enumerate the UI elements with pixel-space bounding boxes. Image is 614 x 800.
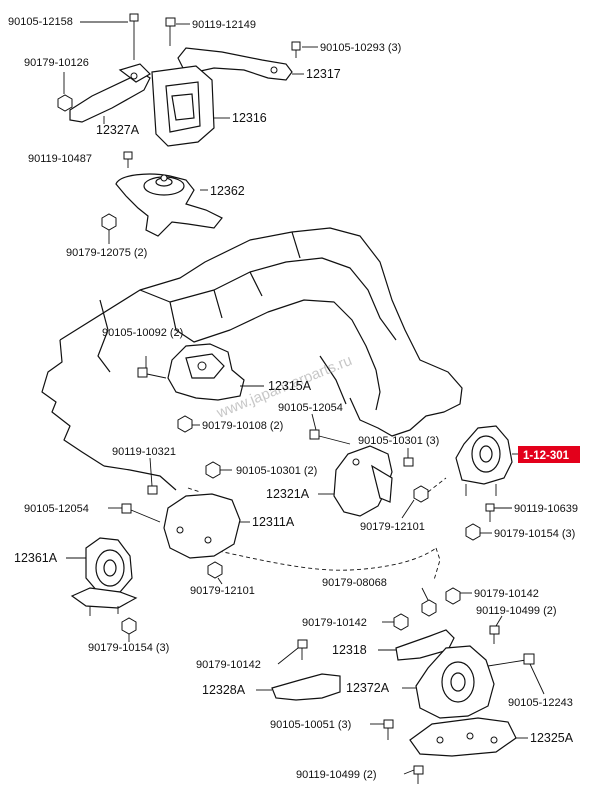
label-90179-10126[interactable]: 90179-10126 — [24, 57, 89, 69]
bolt-90105-12158 — [80, 13, 139, 60]
nut-90179-10154-left — [121, 617, 137, 642]
bolt-90119-10499-b — [403, 765, 424, 784]
nut-90179-10142-b — [382, 613, 409, 631]
bolt-90105-12054-upper — [309, 413, 351, 445]
nut-90179-10142-c — [277, 639, 308, 665]
nut-90179-10126 — [57, 72, 73, 112]
label-90119-10487[interactable]: 90119-10487 — [28, 153, 92, 165]
mount-right-highlighted — [455, 425, 518, 496]
bolt-90105-12243 — [487, 653, 545, 695]
mount-12361A — [66, 537, 138, 616]
bolt-90119-12149 — [165, 17, 190, 46]
nut-90179-12101-upper — [401, 485, 429, 519]
bolt-90105-10301-upper — [403, 448, 414, 467]
bracket-12321A — [318, 445, 393, 517]
bolt-90105-10092 — [137, 356, 167, 379]
label-90119-10499-a[interactable]: 90119-10499 (2) — [476, 605, 557, 617]
highlight-badge[interactable]: 1-12-301 — [518, 446, 580, 463]
nut-90179-12075 — [101, 213, 117, 244]
label-90105-10301-left[interactable]: 90105-10301 (2) — [236, 465, 317, 477]
label-90105-10051[interactable]: 90105-10051 (3) — [270, 719, 351, 731]
label-12328A[interactable]: 12328A — [202, 683, 246, 697]
bracket-12328A — [256, 673, 341, 701]
mount-12362 — [115, 173, 223, 237]
label-90179-12101-upper[interactable]: 90179-12101 — [360, 521, 425, 533]
label-90105-12158[interactable]: 90105-12158 — [8, 16, 73, 28]
mount-12316 — [151, 65, 230, 147]
mount-12315A — [167, 343, 264, 401]
label-12317[interactable]: 12317 — [306, 67, 341, 81]
label-12325A[interactable]: 12325A — [530, 731, 574, 745]
label-90119-10639[interactable]: 90119-10639 — [514, 503, 578, 515]
label-90179-10154-left[interactable]: 90179-10154 (3) — [88, 642, 169, 654]
label-90105-12054-lower[interactable]: 90105-12054 — [24, 503, 89, 515]
label-90119-10321[interactable]: 90119-10321 — [112, 446, 176, 458]
bracket-12325A — [409, 717, 528, 757]
label-12315A[interactable]: 12315A — [268, 379, 312, 393]
label-12311A[interactable]: 12311A — [252, 515, 295, 529]
bracket-12327A — [69, 63, 151, 124]
label-90179-12075[interactable]: 90179-12075 (2) — [66, 247, 147, 259]
label-90105-12243[interactable]: 90105-12243 — [508, 697, 573, 709]
mount-12372A — [402, 645, 495, 719]
label-90105-10092[interactable]: 90105-10092 (2) — [102, 327, 183, 339]
bolt-90119-10499-a — [489, 615, 503, 644]
label-90179-12101-lower[interactable]: 90179-12101 — [190, 585, 255, 597]
highlight-badge-bg — [518, 446, 580, 463]
nut-90179-10108 — [177, 415, 200, 433]
label-90179-10154-right[interactable]: 90179-10154 (3) — [494, 528, 575, 540]
label-90179-10142-a[interactable]: 90179-10142 — [474, 588, 539, 600]
label-12321A[interactable]: 12321A — [266, 487, 310, 501]
label-90179-10142-b[interactable]: 90179-10142 — [302, 617, 367, 629]
bracket-12318 — [378, 629, 455, 661]
engine-block-outline — [41, 227, 463, 581]
bolt-90105-10293 — [291, 41, 318, 58]
nut-90179-12101-lower — [207, 561, 223, 585]
bolt-90119-10321 — [147, 457, 158, 495]
label-90179-10108[interactable]: 90179-10108 (2) — [202, 420, 283, 432]
label-90119-10499-b[interactable]: 90119-10499 (2) — [296, 769, 377, 781]
bolt-90119-10639 — [485, 503, 512, 522]
label-90119-12149[interactable]: 90119-12149 — [192, 19, 256, 31]
label-12316[interactable]: 12316 — [232, 111, 267, 125]
label-90105-10293[interactable]: 90105-10293 (3) — [320, 42, 401, 54]
nut-90179-10154-right — [465, 523, 492, 541]
bolt-90105-10301-left — [205, 461, 232, 479]
label-90179-08068[interactable]: 90179-08068 — [322, 577, 387, 589]
bracket-12311A — [163, 493, 250, 559]
label-12327A[interactable]: 12327A — [96, 123, 140, 137]
label-12318[interactable]: 12318 — [332, 643, 367, 657]
label-90105-12054-upper[interactable]: 90105-12054 — [278, 402, 343, 414]
label-90105-10301-upper[interactable]: 90105-10301 (3) — [358, 435, 439, 447]
part-labels: 90105-12158 90119-12149 90105-10293 (3) … — [8, 16, 578, 781]
label-12361A[interactable]: 12361A — [14, 551, 58, 565]
label-90179-10142-c[interactable]: 90179-10142 — [196, 659, 261, 671]
nut-90179-08068 — [421, 587, 437, 617]
bolt-90105-12054-lower — [108, 503, 161, 523]
bolt-90119-10487 — [123, 151, 133, 168]
highlight-badge-label: 1-12-301 — [523, 450, 570, 462]
label-12362[interactable]: 12362 — [210, 184, 245, 198]
label-12372A[interactable]: 12372A — [346, 681, 390, 695]
bolt-90105-10051 — [370, 719, 394, 740]
nut-90179-10142-a — [445, 587, 472, 605]
